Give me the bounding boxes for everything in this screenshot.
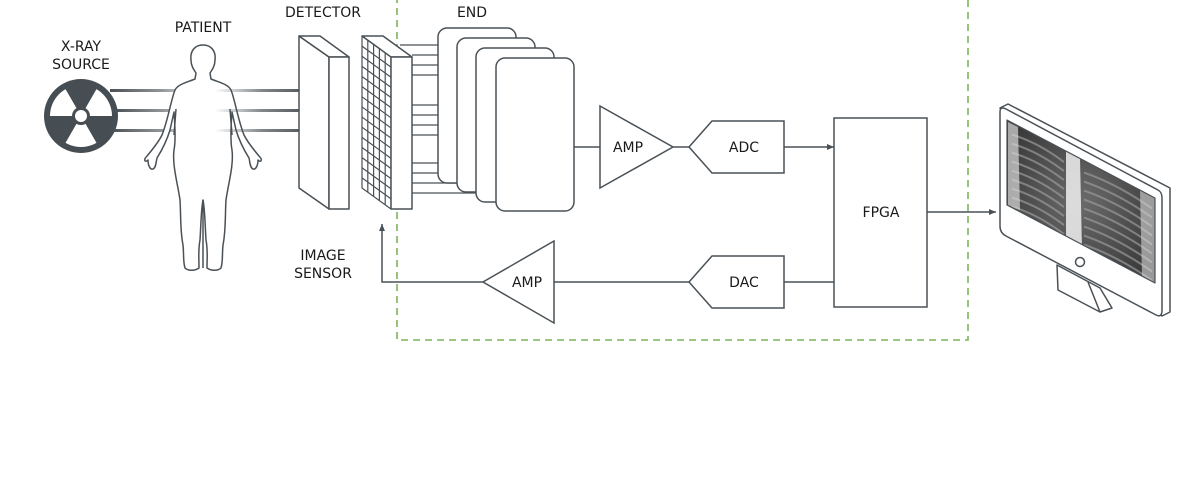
amp-drive-label: AMP <box>512 275 542 291</box>
adc-label: ADC <box>729 140 759 156</box>
front-end-board-4 <box>495 57 575 212</box>
amp-drive-block: AMP <box>481 239 555 325</box>
adc-block: ADC <box>687 120 785 174</box>
image-sensor-label-line1: IMAGE <box>300 248 345 264</box>
fpga-label: FPGA <box>863 205 900 221</box>
amp-receive-block: AMP <box>599 104 675 190</box>
sensor-pixel-grid <box>361 40 392 205</box>
fpga-block: FPGA <box>833 117 928 308</box>
detector-label: DETECTOR <box>285 5 361 21</box>
amp-receive-label: AMP <box>613 140 643 156</box>
radiation-icon <box>44 79 118 153</box>
xray-source-label-line2: SOURCE <box>52 57 110 73</box>
detector-scintillator-panel <box>298 35 350 210</box>
front-end-board-stack <box>437 27 575 212</box>
xray-beams-outgoing <box>110 89 205 132</box>
patient-label: PATIENT <box>175 20 232 36</box>
image-sensor-panel <box>361 35 413 210</box>
dac-block: DAC <box>687 255 785 309</box>
front-end-label: END <box>457 5 487 21</box>
monitor-with-chest-xray-icon <box>999 103 1171 317</box>
amp-to-sensor-bias-arrow <box>379 224 483 283</box>
image-sensor-label-line2: SENSOR <box>294 266 352 282</box>
xray-source-label-line1: X-RAY <box>61 39 102 55</box>
human-body-icon <box>144 44 262 271</box>
dac-label: DAC <box>729 275 759 291</box>
